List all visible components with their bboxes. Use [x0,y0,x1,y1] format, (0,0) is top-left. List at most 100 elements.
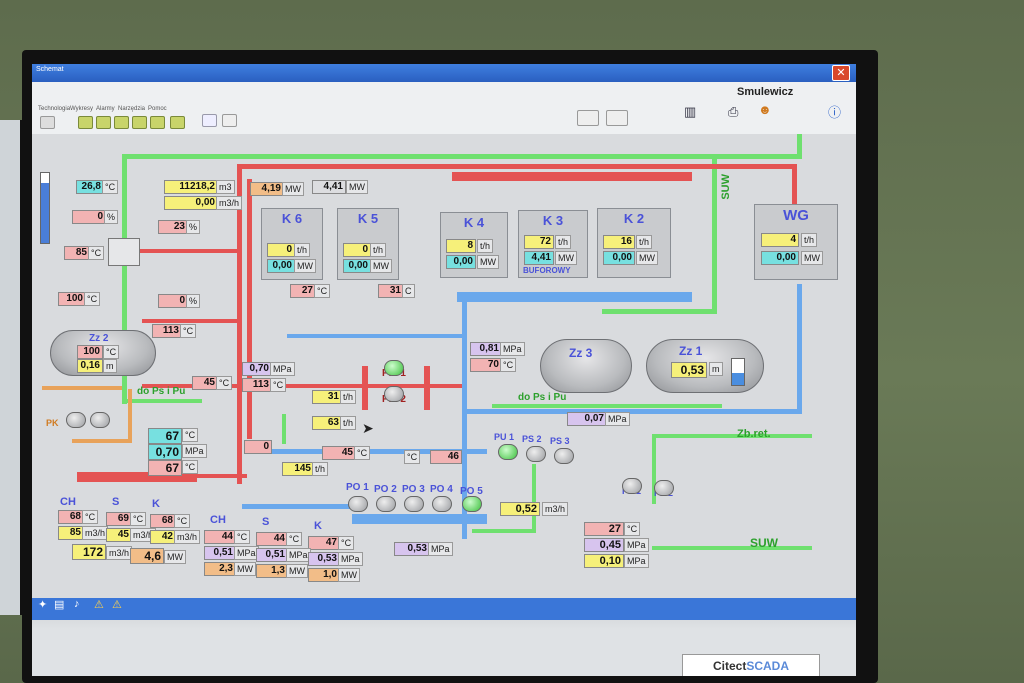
warning-icon[interactable]: ⚠ [94,599,104,611]
pump-pm1[interactable] [384,360,404,376]
boiler-k2[interactable]: K 2 16 t/h 0,00 MW [597,208,671,278]
ret-pressure-2-unit: MPa [624,554,649,568]
supply-pipe-zbret [652,434,812,438]
hot-pipe-pm-right [424,366,430,410]
tank-zz1-level-gauge [731,358,745,386]
view-button-1[interactable] [78,116,93,129]
pump-pm2[interactable] [384,386,404,402]
pump-po5-label: PO 5 [460,486,483,497]
pct-c-unit: % [186,294,201,308]
heat-exchanger[interactable] [108,238,140,266]
pump-ps2-label: PS 2 [522,434,542,444]
boiler-wg[interactable]: WG 4 t/h 0,00 MW [754,204,838,280]
pump-po2[interactable] [376,496,396,512]
users-icon[interactable]: ☻ [758,102,772,117]
copy-icon-button[interactable] [577,110,599,126]
pump-pk1[interactable] [66,412,86,428]
group2-power-s: 1,3 [256,564,288,578]
chart-icon[interactable]: ▥ [684,104,697,119]
return-pipe-bottom [242,504,362,509]
pump-ph2[interactable] [654,480,674,496]
pump-po3[interactable] [404,496,424,512]
tank-zz3[interactable]: Zz 3 [540,339,632,393]
temp-46: 46 [430,450,462,464]
group1-total-flow-unit: m3/h [106,546,133,560]
pump-pu1[interactable] [498,444,518,460]
power-a: 4,19 [250,182,284,196]
group2-temp-k-unit: °C [338,536,355,550]
tank-zz1-label: Zz 1 [679,344,703,358]
pump-po3-label: PO 3 [402,484,425,495]
pump-po2-label: PO 2 [374,484,397,495]
pump-po1[interactable] [348,496,368,512]
flow-m3h-unit: m3/h [216,196,243,210]
flow-31-unit: t/h [340,390,357,404]
orange-pipe-pk [42,386,122,390]
folder-icon[interactable]: ▤ [54,599,65,611]
warning-icon-2[interactable]: ⚠ [112,599,122,611]
help-icon[interactable]: ⓘ [828,105,842,120]
printer-icon[interactable]: ⎙ [728,104,739,119]
pump-ph1[interactable] [622,478,642,494]
scada-screen: Schemat ✕ Smulewicz Technologia Wykresy … [32,64,856,676]
group2-power-s-unit: MW [286,564,308,578]
start-icon[interactable]: ✦ [38,599,48,611]
flow-m3h: 0,00 [164,196,218,210]
supply-pipe-inlet [797,134,802,158]
tank-zz2[interactable]: Zz 2 100 °C 0,16 m [50,330,156,376]
document-icon-button[interactable] [222,114,237,127]
tank-zz1[interactable]: Zz 1 0,53 m [646,339,764,393]
pressure-070-unit: MPa [270,362,295,376]
orange-pipe-pk-vert [128,389,132,441]
menu-technologia[interactable]: Technologia [38,106,71,112]
temp-100: 100 [58,292,86,306]
menu-alarmy[interactable]: Alarmy [96,106,115,112]
view-button-2[interactable] [96,116,111,129]
boiler-k2-title: K 2 [623,211,645,226]
view-button-5[interactable] [150,116,165,129]
list-icon-button[interactable] [606,110,628,126]
adjacent-monitor [0,120,23,615]
pump-po4[interactable] [432,496,452,512]
menu-narzedzia[interactable]: Narzędzia [118,106,146,112]
boiler-k6-flow-unit: t/h [294,243,311,257]
flow-145: 145 [282,462,314,476]
stat-temp-67-unit: °C [182,428,199,442]
group1-header-ch: CH [60,496,76,508]
group2-pressure-k: 0,53 [308,552,340,566]
view-button-6[interactable] [170,116,185,129]
boiler-k5[interactable]: K 5 0 t/h 0,00 MW [337,208,399,280]
temp-113-unit: °C [180,324,197,338]
taskbar-strip [32,598,856,620]
pump-po5[interactable] [462,496,482,512]
po-flow: 0,52 [500,502,540,516]
group2-pressure-ch-unit: MPa [234,546,259,560]
temp-left: 26,8 [76,180,104,194]
pump-ps2[interactable] [526,446,546,462]
sound-icon[interactable]: ♪ [74,598,80,610]
flow-31: 31 [312,390,342,404]
return-pipe-boilers [287,334,467,338]
pump-pk2[interactable] [90,412,110,428]
group2-power-k-unit: MW [338,568,360,582]
home-button[interactable] [40,116,55,129]
pct-0-center: 0 [244,440,272,454]
close-button[interactable]: ✕ [832,65,850,81]
menu-pomoc[interactable]: Pomoc [148,106,167,112]
return-pipe-header [457,292,692,302]
boiler-k6[interactable]: K 6 0 t/h 0,00 MW [261,208,323,280]
group2-temp-ch: 44 [204,530,236,544]
pump-ps3[interactable] [554,448,574,464]
ret-pressure-1: 0,45 [584,538,624,552]
boiler-k4[interactable]: K 4 8 t/h 0,00 MW [440,212,508,278]
boiler-k3[interactable]: K 3 72 t/h 4,41 MW BUFOROWY [518,210,588,278]
group1-temp-k-unit: °C [174,514,191,528]
pressure-007: 0,07 [567,412,607,426]
hot-pipe-bottom-header [77,472,197,482]
view-button-3[interactable] [114,116,129,129]
pump-ps3-label: PS 3 [550,436,570,446]
window-icon-button[interactable] [202,114,217,127]
menu-wykresy[interactable]: Wykresy [70,106,93,112]
view-button-4[interactable] [132,116,147,129]
supply-pipe-suw-bottom [652,546,812,550]
